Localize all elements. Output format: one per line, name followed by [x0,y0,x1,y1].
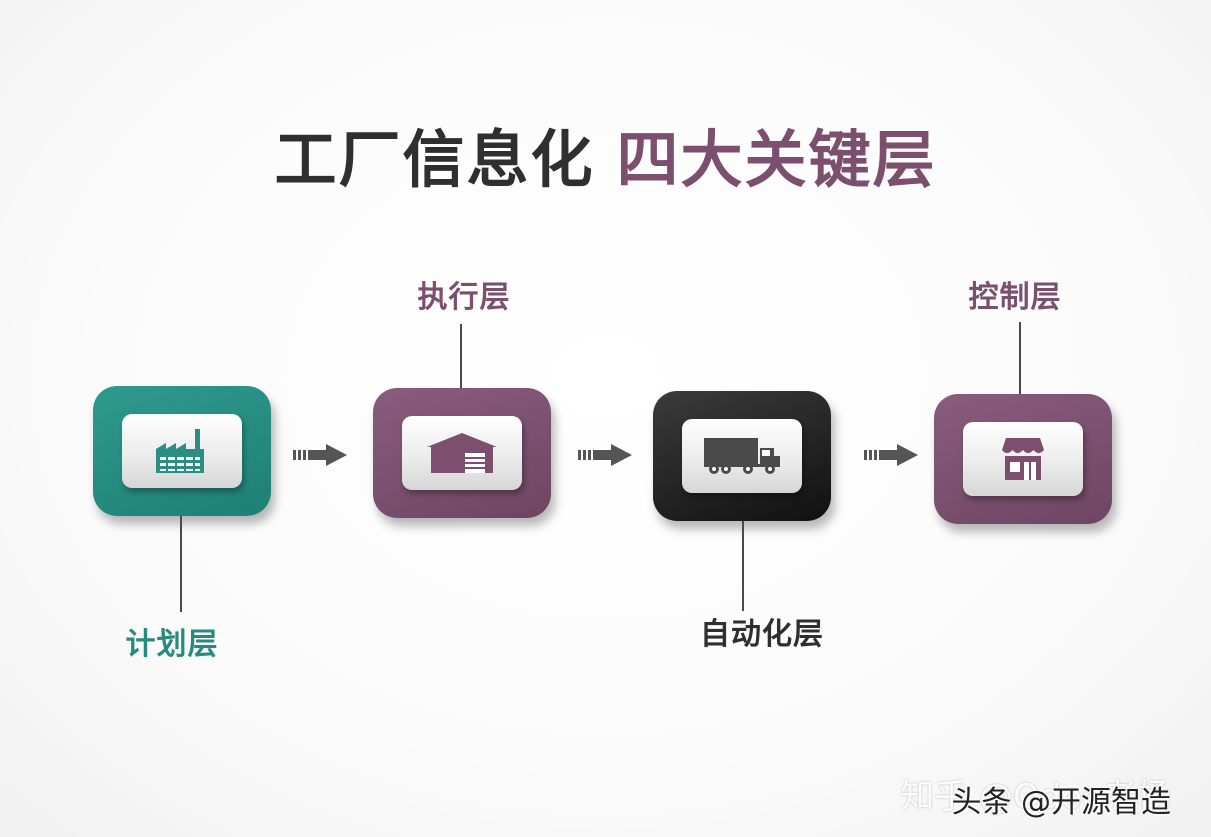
page-title: 工厂信息化四大关键层 [0,120,1211,200]
layer-card-execution [373,388,551,518]
layer-card-automation [653,391,831,521]
layer-card-control [934,394,1112,524]
title-part-1: 工厂信息化 [274,123,595,196]
truck-icon [704,438,780,474]
title-part-2: 四大关键层 [616,123,937,196]
connector-line-execution [460,324,462,388]
watermark-zhihu: 知乎 @Odoo老杨 [900,777,1171,817]
layer-label-planning: 计划层 [125,627,219,662]
store-icon [1002,438,1044,480]
arrow-right-icon [293,444,347,466]
layer-label-execution: 执行层 [417,280,511,315]
connector-line-control [1019,322,1021,394]
layer-label-automation: 自动化层 [700,617,824,652]
layer-card-planning [93,386,271,516]
factory-icon [156,429,204,473]
layer-card-control-inner [963,422,1083,496]
layer-card-planning-inner [122,414,242,488]
layer-label-control: 控制层 [968,280,1062,315]
layer-card-automation-inner [682,419,802,493]
connector-line-planning [180,516,182,612]
watermark-toutiao: 头条 @开源智造 [951,785,1171,820]
warehouse-icon [427,433,497,473]
arrow-right-icon [578,444,632,466]
arrow-right-icon [864,444,918,466]
connector-line-automation [742,521,744,611]
watermark: 知乎 @Odoo老杨 头条 @开源智造 [871,769,1171,820]
layer-card-execution-inner [402,416,522,490]
